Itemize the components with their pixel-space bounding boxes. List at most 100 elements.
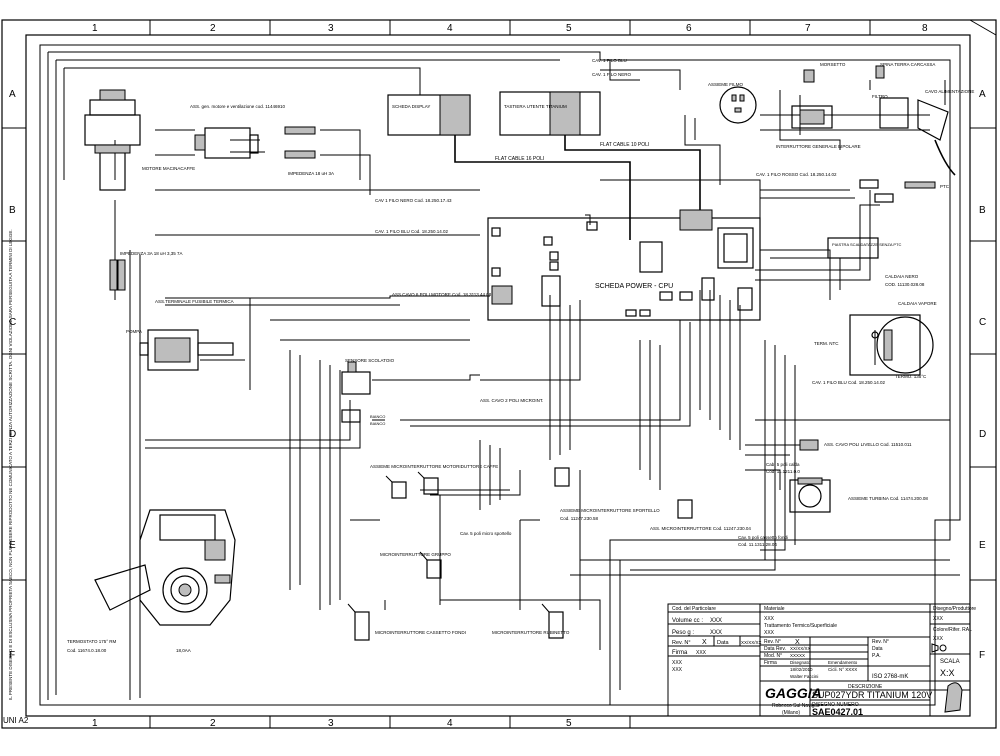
tb-firma-value: XXX bbox=[696, 650, 707, 656]
wiring-harness bbox=[39, 44, 961, 706]
blue-wire-mid-label: CAV. 1 FILO BLU Cod. 18.250.14.02 bbox=[375, 229, 449, 234]
tb-descrizione-label: DESCRIZIONE bbox=[848, 684, 883, 690]
terminal-cod: Cod. 11674.0.18.00 bbox=[67, 648, 107, 653]
top-black-wire: CAV. 1 FILO NERO bbox=[592, 72, 632, 77]
svg-text:B: B bbox=[9, 205, 16, 216]
red-wire-label: CAV. 1 FILO ROSSO Cod. 18.250.14.02 bbox=[756, 172, 837, 177]
tb-volume-label: Volume cc : bbox=[672, 618, 703, 624]
svg-text:D: D bbox=[979, 429, 986, 440]
microswitch-motor-reducer bbox=[385, 471, 439, 499]
col-label-3: 3 bbox=[328, 23, 334, 34]
svg-text:A: A bbox=[9, 89, 16, 100]
tb-rev-n-value: X bbox=[795, 639, 800, 646]
tb-disegno-label: Disegno/Produttore bbox=[933, 606, 976, 612]
tb-firma-label: Firma bbox=[672, 650, 688, 656]
boiler-steam-label: CALDAIA VAPORE bbox=[898, 301, 937, 306]
col-label-6: 6 bbox=[686, 23, 692, 34]
terminal-label: TERMOSTATO 175° RM bbox=[67, 639, 117, 644]
ptc-label: PTC bbox=[940, 184, 950, 189]
brand-logo: GAGGIA bbox=[765, 685, 822, 701]
sheet-size: UNI A2 bbox=[3, 716, 29, 725]
tb-data3-label: Data bbox=[872, 646, 883, 652]
svg-text:4: 4 bbox=[447, 718, 453, 729]
water-switch-label: ASS. MICROINTERRUTTORE Cod. 11247.230.04 bbox=[650, 526, 751, 531]
microswitch-group bbox=[419, 551, 442, 579]
flat-cables bbox=[454, 135, 701, 240]
svg-text:5: 5 bbox=[566, 718, 572, 729]
svg-text:E: E bbox=[9, 540, 16, 551]
bianco-2: BIANCO bbox=[370, 421, 385, 426]
tb-colore-label: Colore/Rifer. RAL bbox=[933, 627, 972, 633]
tb-pa-label: P.A. bbox=[872, 653, 881, 659]
cable-6-poles-label: ASS.CAVO 6 POLI MOTORE Cod. 18.3113.44.0… bbox=[392, 292, 492, 297]
bianco-1: BIANCO bbox=[370, 414, 385, 419]
svg-text:1: 1 bbox=[92, 718, 98, 729]
microswitch-drawer bbox=[347, 603, 370, 641]
col-label-2: 2 bbox=[210, 23, 216, 34]
pump-label: POMPA bbox=[126, 329, 142, 334]
line-filter bbox=[879, 97, 956, 176]
svg-text:B: B bbox=[979, 205, 986, 216]
impedance-2-label: IMPEDENZA 3A 18 uH 3,35 7A bbox=[120, 251, 183, 256]
tb-rev-label: Rev. N° bbox=[672, 640, 691, 646]
inner-frame bbox=[25, 34, 971, 717]
hot-cable-cod: Cod. 11.1211.0.0 bbox=[766, 469, 800, 474]
clamp-label: MORSETTO bbox=[820, 62, 846, 67]
col-label-8: 8 bbox=[922, 23, 928, 34]
power-cord-label: CAVO ALIMENTAZIONE bbox=[925, 89, 974, 94]
main-switch-label: INTERRUTTORE GENERALE BIPOLARE bbox=[776, 144, 861, 149]
col-label-1: 1 bbox=[92, 23, 98, 34]
drip-sensor-label: SENSORE SCOLATOIO bbox=[345, 358, 395, 363]
tb-mod-label: Mod. N° bbox=[764, 653, 782, 659]
display-board-label: SCHEDA DISPLAY bbox=[392, 104, 430, 109]
svg-text:C: C bbox=[979, 317, 986, 328]
tb-materiale-value: XXX bbox=[764, 616, 775, 622]
drawer-cable-label: Cav. 5 poli cassetto fondi bbox=[738, 535, 788, 540]
flat-cable-10-label: FLAT CABLE 10 POLI bbox=[600, 142, 649, 148]
main-switch bbox=[791, 105, 833, 129]
thermo-label: TERMO. 135°C bbox=[895, 374, 927, 379]
tb-firma2-value: Walter Faccini bbox=[790, 674, 818, 679]
group-switch-label: MICROINTERRUTTORE GRUPPO bbox=[380, 552, 451, 557]
boiler-black-label: CALDAIA NERO bbox=[885, 274, 919, 279]
terminal-clamp bbox=[803, 65, 885, 83]
level-cable-label: ASS. CAVO POLI LIVELLO Cod. 11510.011 bbox=[824, 442, 912, 447]
title-block bbox=[667, 603, 971, 717]
microint-cable-label: ASS. CAVO 2 POLI MICROINT. bbox=[480, 398, 543, 403]
svg-text:D: D bbox=[9, 429, 16, 440]
motor-reducer-switch-label: ASSIEME MICROINTERRUTTORE MOTORIDUTTORE … bbox=[370, 464, 498, 469]
cup-heater-label: PIASTRA SCALDATAZZE SENZA PTC bbox=[832, 242, 902, 247]
door-cable-label: Cav. 5 poli micro sportello bbox=[460, 531, 512, 536]
svg-text:E: E bbox=[979, 540, 986, 551]
tb-colore-value: XXX bbox=[933, 636, 944, 642]
display-board bbox=[387, 94, 471, 136]
hot-cable-label: Cab. 5 poli calda bbox=[766, 462, 800, 467]
boiler-cod: COD. 11130.028.08 bbox=[885, 282, 925, 287]
frame-corner-right bbox=[969, 19, 997, 36]
tb-trattamento-value: XXX bbox=[764, 630, 775, 636]
ptc-connectors bbox=[859, 179, 936, 203]
keyboard-board bbox=[499, 91, 601, 136]
turbine-label: ASSIEME TURBINA Cod. 11474.200.08 bbox=[848, 496, 928, 501]
pump bbox=[139, 329, 234, 371]
level-cable-connector bbox=[799, 439, 819, 451]
svg-text:F: F bbox=[9, 650, 15, 661]
cup-heater-plate bbox=[827, 237, 879, 259]
left-legal-note: IL PRESENTE DISEGNO E DI ESCLUSIVA PROPR… bbox=[8, 229, 13, 700]
group-cod: 18,0AA bbox=[176, 648, 191, 653]
svg-text:F: F bbox=[979, 650, 985, 661]
flowmeter-turbine bbox=[789, 477, 831, 513]
tb-xxx-2: XXX bbox=[672, 667, 683, 673]
power-cpu-label: SCHEDA POWER - CPU bbox=[595, 283, 673, 290]
power-inlet bbox=[719, 86, 757, 124]
svg-text:2: 2 bbox=[210, 718, 216, 729]
col-label-5: 5 bbox=[566, 23, 572, 34]
blue-wire-label: CAV. 1 FILO BLU Cod. 18.250.14.02 bbox=[812, 380, 886, 385]
boiler bbox=[849, 314, 934, 376]
power-inlet-label: ASSIEME FILMO bbox=[708, 82, 744, 87]
ground-label: SPINA TERRA CARCASSA bbox=[880, 62, 935, 67]
black-wire-mid-label: CAV 1 FILO NERO Cod. 18.250.17.43 bbox=[375, 198, 452, 203]
impedance-1-label: IMPEDENZA 18 uH 3A bbox=[288, 171, 334, 176]
tb-mod-value: XXXXX bbox=[790, 653, 805, 658]
